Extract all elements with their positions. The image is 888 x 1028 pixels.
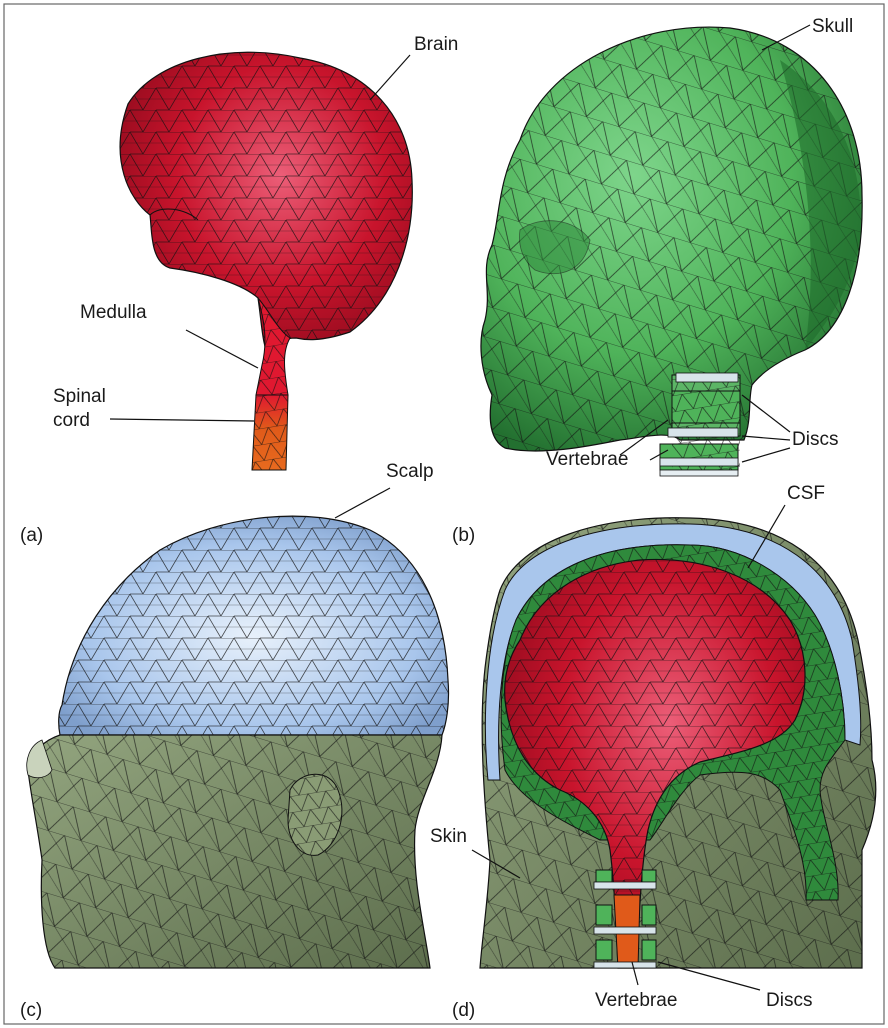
label-vertebrae-b: Vertebrae xyxy=(546,449,628,471)
panel-a-brain-model xyxy=(120,52,412,470)
panel-letter-a: (a) xyxy=(20,525,43,547)
panel-b-skull-model xyxy=(481,27,862,476)
label-medulla: Medulla xyxy=(80,302,147,324)
label-skull: Skull xyxy=(812,16,853,38)
label-discs-d: Discs xyxy=(766,990,812,1012)
label-discs-b: Discs xyxy=(792,429,838,451)
medulla-leader xyxy=(186,330,258,368)
panel-d-section-model xyxy=(480,518,876,968)
discs-leader-3 xyxy=(742,448,790,462)
label-csf: CSF xyxy=(787,483,825,505)
label-spinal-line2: cord xyxy=(53,410,90,432)
panel-letter-c: (c) xyxy=(20,1000,42,1022)
brain-leader xyxy=(370,55,410,100)
label-vertebrae-d: Vertebrae xyxy=(595,990,677,1012)
spinal-cord-leader xyxy=(110,419,254,421)
label-scalp: Scalp xyxy=(386,461,434,483)
label-skin: Skin xyxy=(430,826,467,848)
cervical-vertebrae xyxy=(660,375,740,470)
panel-letter-b: (b) xyxy=(452,525,475,547)
discs-leader-2 xyxy=(742,436,790,440)
panel-letter-d: (d) xyxy=(452,1000,475,1022)
panel-c-head-model xyxy=(27,516,449,968)
label-spinal-line1: Spinal xyxy=(53,386,106,408)
scalp-leader xyxy=(335,488,390,518)
label-brain: Brain xyxy=(414,34,458,56)
